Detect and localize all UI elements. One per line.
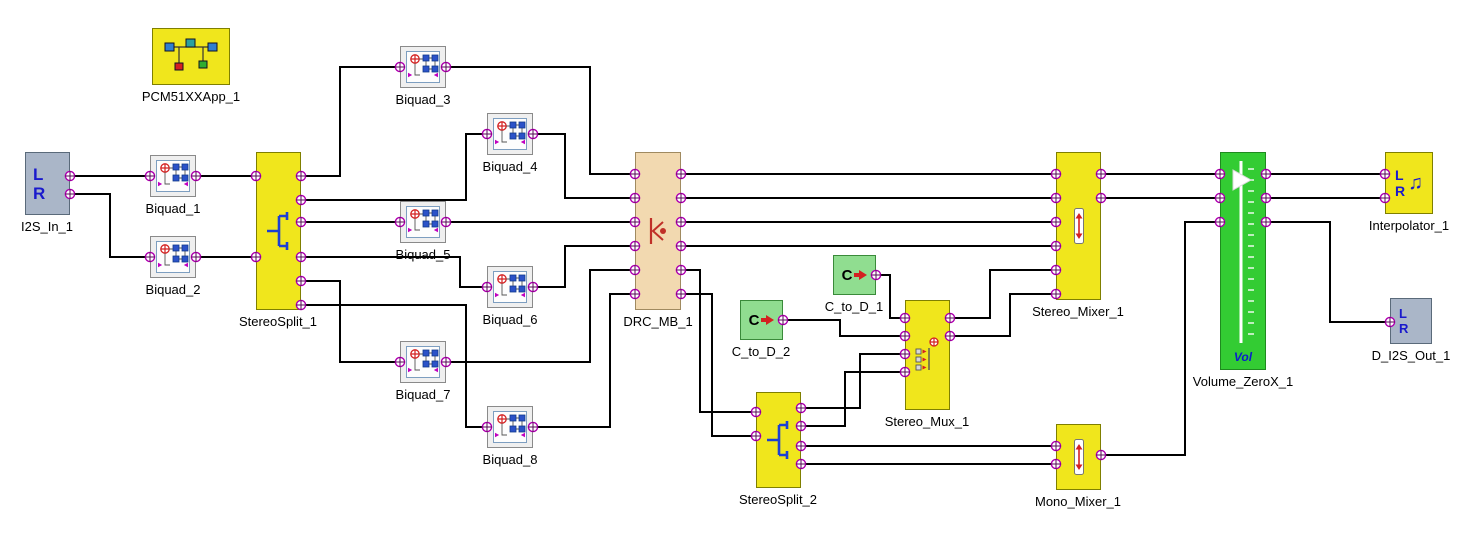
app-flowchart-icon (164, 38, 218, 70)
volume-text: Vol (1233, 350, 1253, 364)
channel-r: R (33, 183, 46, 203)
split-icon (764, 418, 794, 462)
channel-r: R (1394, 183, 1406, 199)
block-label: DRC_MB_1 (623, 314, 693, 329)
block-label: StereoSplit_1 (238, 314, 318, 329)
drc-icon (645, 214, 671, 248)
biquad-icon (406, 346, 440, 378)
channel-l: L (1394, 167, 1404, 183)
biquad-icon (156, 160, 190, 192)
block-label: Mono_Mixer_1 (1035, 494, 1121, 509)
block-interpolator-1[interactable]: L R ♫ (1385, 152, 1433, 214)
block-label: Biquad_1 (145, 201, 201, 216)
wire[interactable] (1266, 221, 1390, 323)
fader-icon (1071, 207, 1087, 245)
block-biquad-2[interactable] (150, 236, 196, 278)
block-label: Volume_ZeroX_1 (1192, 374, 1294, 389)
block-c-to-d-2[interactable]: C (740, 300, 783, 340)
block-label: Stereo_Mux_1 (884, 414, 970, 429)
biquad-icon (156, 241, 190, 273)
wire[interactable] (446, 269, 635, 363)
block-stereosplit-2[interactable] (756, 392, 801, 488)
block-pcm51xxapp-1[interactable] (152, 28, 230, 85)
block-label: D_I2S_Out_1 (1371, 348, 1451, 363)
wire[interactable] (301, 304, 487, 428)
block-biquad-6[interactable] (487, 266, 533, 308)
channel-r: R (1399, 321, 1409, 336)
block-biquad-4[interactable] (487, 113, 533, 155)
volume-slider-icon (1232, 161, 1254, 343)
block-biquad-5[interactable] (400, 201, 446, 243)
channel-l: L (33, 164, 44, 184)
block-label: Biquad_7 (395, 387, 451, 402)
block-volume-zerox-1[interactable]: Vol (1220, 152, 1266, 370)
wire[interactable] (301, 66, 400, 177)
block-label: Biquad_5 (395, 247, 451, 262)
block-label: Biquad_4 (482, 159, 538, 174)
block-i2s-in-1[interactable]: L R (25, 152, 70, 215)
block-label: C_to_D_1 (824, 299, 884, 314)
block-label: Biquad_3 (395, 92, 451, 107)
block-label: StereoSplit_2 (738, 492, 818, 507)
block-label: Biquad_6 (482, 312, 538, 327)
block-label: PCM51XXApp_1 (141, 89, 241, 104)
music-note-icon: ♫ (1408, 171, 1424, 194)
wire[interactable] (301, 256, 487, 288)
block-label: Biquad_2 (145, 282, 201, 297)
c-letter: C (841, 266, 853, 284)
block-label: C_to_D_2 (731, 344, 791, 359)
right-arrow-icon (761, 315, 775, 325)
block-label: I2S_In_1 (20, 219, 74, 234)
wire[interactable] (783, 319, 905, 337)
block-label: Interpolator_1 (1368, 218, 1450, 233)
wire[interactable] (801, 353, 905, 409)
wire[interactable] (681, 269, 756, 413)
block-drc-mb-1[interactable] (635, 152, 681, 310)
c-letter: C (748, 311, 760, 329)
wire[interactable] (70, 193, 150, 258)
biquad-icon (406, 206, 440, 238)
block-d-i2s-out-1[interactable]: L R (1390, 298, 1432, 344)
wire[interactable] (533, 245, 635, 288)
channel-labels: L R (33, 165, 45, 203)
wire[interactable] (1101, 221, 1220, 456)
block-biquad-1[interactable] (150, 155, 196, 197)
block-biquad-8[interactable] (487, 406, 533, 448)
right-arrow-icon (854, 270, 868, 280)
channel-labels: L R (1399, 306, 1408, 336)
biquad-icon (493, 271, 527, 303)
biquad-icon (493, 411, 527, 443)
block-stereo-mux-1[interactable] (905, 300, 950, 410)
block-stereosplit-1[interactable] (256, 152, 301, 310)
mux-icon (913, 335, 943, 375)
biquad-icon (406, 51, 440, 83)
wire[interactable] (301, 133, 487, 201)
block-label: Stereo_Mixer_1 (1032, 304, 1124, 319)
block-mono-mixer-1[interactable] (1056, 424, 1101, 490)
block-biquad-7[interactable] (400, 341, 446, 383)
biquad-icon (493, 118, 527, 150)
wire[interactable] (533, 133, 635, 199)
split-icon (264, 209, 294, 253)
block-label: Biquad_8 (482, 452, 538, 467)
block-c-to-d-1[interactable]: C (833, 255, 876, 295)
wire[interactable] (446, 66, 635, 175)
channel-labels: L R (1395, 167, 1405, 199)
block-stereo-mixer-1[interactable] (1056, 152, 1101, 300)
fader-icon (1071, 438, 1087, 476)
block-biquad-3[interactable] (400, 46, 446, 88)
wire[interactable] (533, 293, 635, 428)
channel-l: L (1399, 306, 1407, 321)
